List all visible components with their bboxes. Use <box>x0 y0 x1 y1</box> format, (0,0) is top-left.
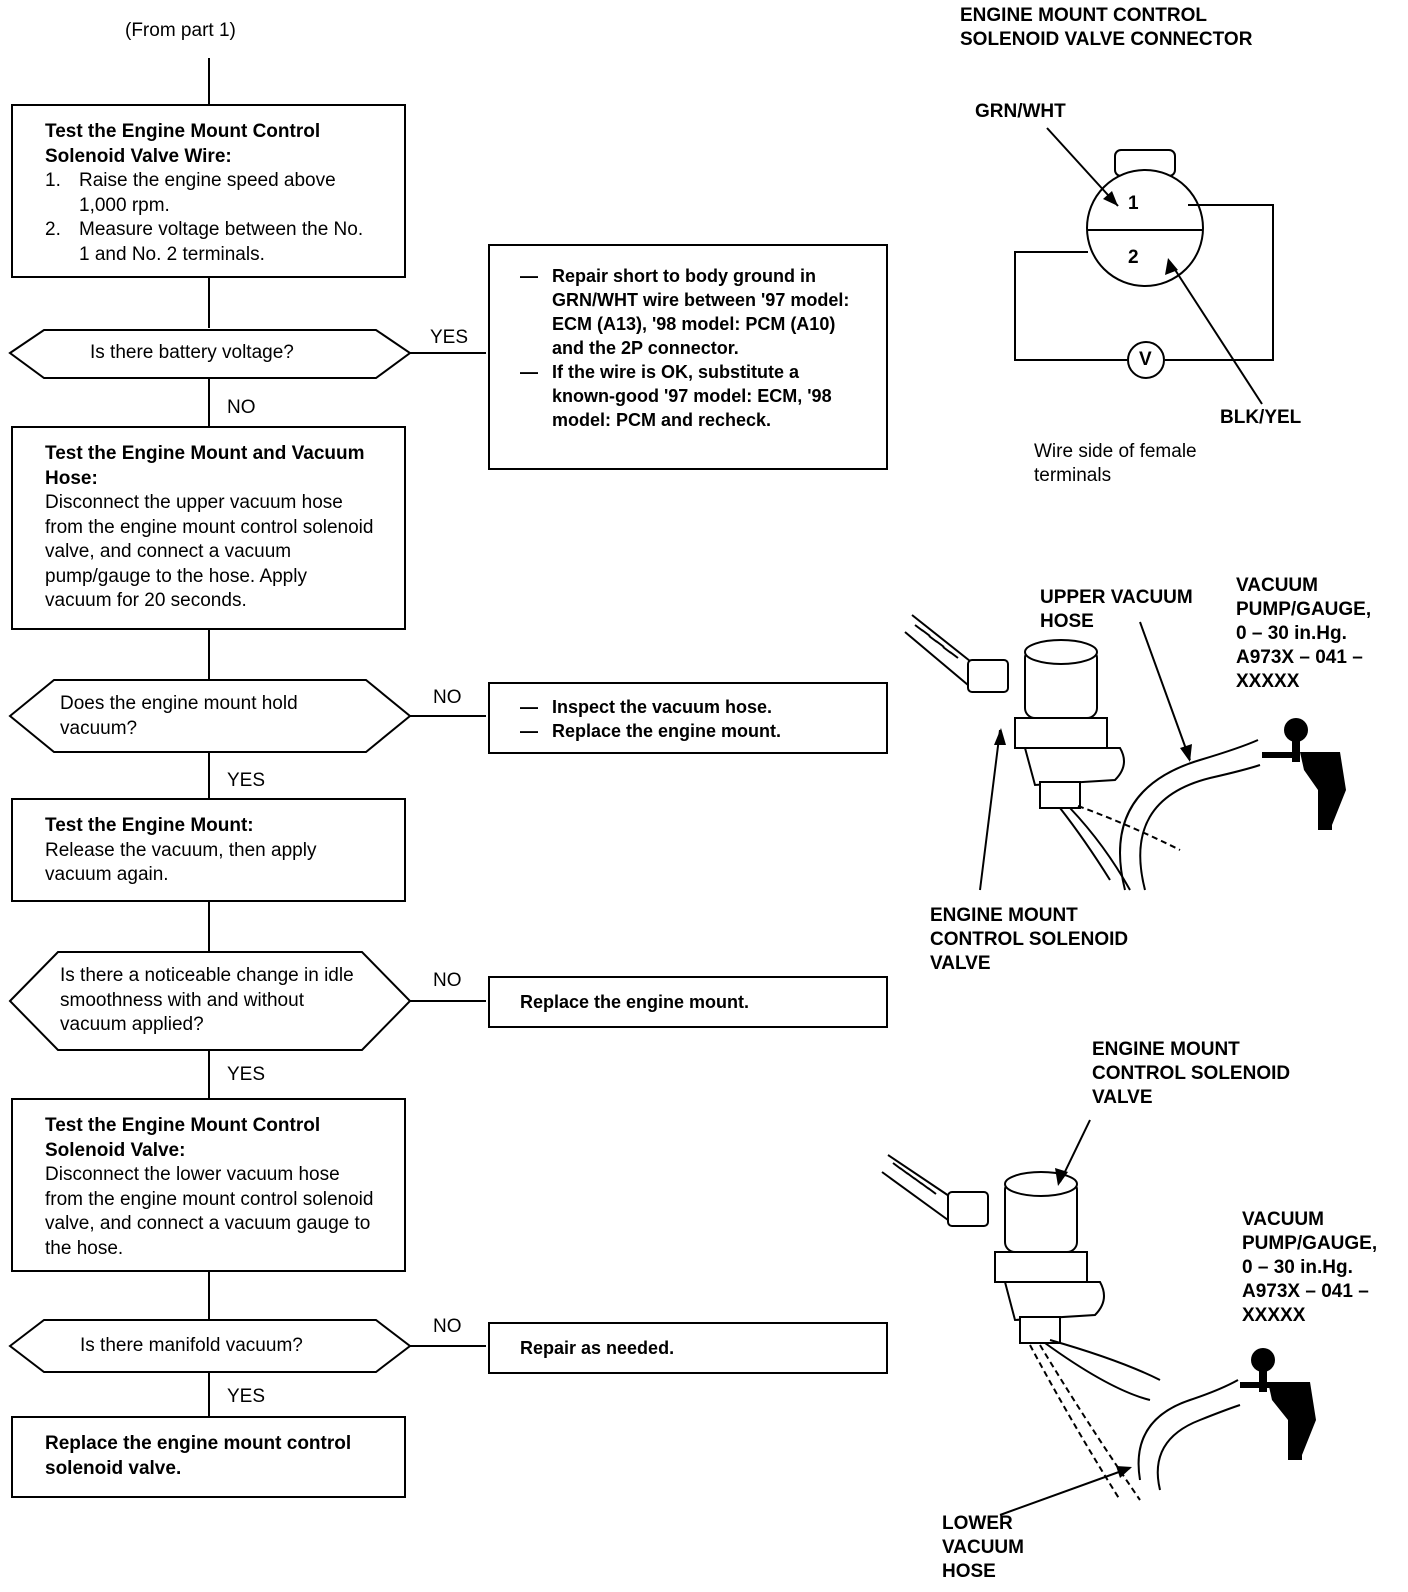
step-1-item-number: 2. <box>45 219 61 240</box>
result-1-list: —Repair short to body ground in GRN/WHT … <box>520 264 856 432</box>
upper-gauge-label-line: XXXXX <box>1236 671 1300 692</box>
answer-q3-no: NO <box>433 970 462 991</box>
result-1-item: —Repair short to body ground in GRN/WHT … <box>520 264 856 360</box>
upper-hose-label-line: HOSE <box>1040 611 1094 632</box>
question-2: Does the engine mount hold vacuum? <box>60 693 298 739</box>
wire-label-blk-yel: BLK/YEL <box>1220 407 1302 428</box>
step-1-item: 1. Raise the engine speed above 1,000 rpm… <box>45 169 378 218</box>
decision-shape-2 <box>8 679 412 753</box>
decision-shape-1 <box>8 329 412 379</box>
upper-valve-illustration <box>904 614 1261 891</box>
lower-valve-label-line: CONTROL SOLENOID <box>1092 1063 1291 1084</box>
lower-gauge-label: VACUUM PUMP/GAUGE, 0 – 30 in.Hg. A973X –… <box>1242 1208 1377 1328</box>
connector-note-line: Wire side of female <box>1034 441 1197 462</box>
upper-gauge-label-line: VACUUM <box>1236 575 1318 596</box>
step-1-item-number: 1. <box>45 170 61 191</box>
connector-note-line: terminals <box>1034 465 1112 486</box>
result-2-item-text: Inspect the vacuum hose. <box>552 697 773 717</box>
step-3-body: Release the vacuum, then apply vacuum ag… <box>45 839 317 886</box>
result-box-2: —Inspect the vacuum hose. —Replace the e… <box>488 682 888 754</box>
answer-q2-no: NO <box>433 687 462 708</box>
upper-valve-label-line: ENGINE MOUNT <box>930 905 1078 926</box>
connector-figure-title: ENGINE MOUNT CONTROL SOLENOID VALVE CONN… <box>960 4 1252 52</box>
step-box-5: Replace the engine mount control solenoi… <box>11 1416 406 1498</box>
lower-gauge-label-line: VACUUM <box>1242 1209 1324 1230</box>
from-part-label: (From part 1) <box>125 20 236 41</box>
step-4-body: Disconnect the lower vacuum hose from th… <box>45 1164 374 1259</box>
step-box-1: Test the Engine Mount Control Solenoid V… <box>11 104 406 278</box>
step-5-title: Replace the engine mount control solenoi… <box>45 1433 352 1479</box>
step-box-4: Test the Engine Mount Control Solenoid V… <box>11 1098 406 1272</box>
result-1-item-text: Repair short to body ground in GRN/WHT w… <box>552 266 850 358</box>
result-2-item: —Replace the engine mount. <box>520 721 782 741</box>
result-1-item: —If the wire is OK, substitute a known-g… <box>520 360 856 432</box>
lower-valve-label-line: VALVE <box>1092 1087 1153 1108</box>
step-1-item-text: Measure voltage between the No. 1 and No… <box>79 219 364 265</box>
step-1-title: Test the Engine Mount Control Solenoid V… <box>45 121 321 167</box>
upper-hose-label-line: UPPER VACUUM <box>1040 587 1193 608</box>
connector-title-line: SOLENOID VALVE CONNECTOR <box>960 29 1253 50</box>
lower-hose-label-line: HOSE <box>942 1561 996 1582</box>
lower-hose-label-line: VACUUM <box>942 1537 1024 1558</box>
step-2-title: Test the Engine Mount and Vacuum Hose: <box>45 443 365 489</box>
answer-q3-yes: YES <box>227 1064 266 1085</box>
decision-shape-4 <box>8 1319 412 1373</box>
answer-q2-yes: YES <box>227 770 266 791</box>
lower-gauge-label-line: XXXXX <box>1242 1305 1306 1326</box>
wire-label-grn-wht: GRN/WHT <box>975 101 1066 122</box>
question-4: Is there manifold vacuum? <box>80 1335 303 1356</box>
upper-gauge-label-line: A973X – 041 – <box>1236 647 1363 668</box>
step-1-item: 2. Measure voltage between the No. 1 and … <box>45 218 378 267</box>
step-box-3: Test the Engine Mount: Release the vacuu… <box>11 798 406 902</box>
result-2-list: —Inspect the vacuum hose. —Replace the e… <box>520 695 856 743</box>
answer-q1-yes: YES <box>430 327 469 348</box>
answer-q4-yes: YES <box>227 1386 266 1407</box>
result-box-1: —Repair short to body ground in GRN/WHT … <box>488 244 888 470</box>
upper-valve-label-line: VALVE <box>930 953 991 974</box>
result-1-item-text: If the wire is OK, substitute a known-go… <box>552 362 832 430</box>
terminal-1-label: 1 <box>1128 193 1139 214</box>
lower-valve-label: ENGINE MOUNT CONTROL SOLENOID VALVE <box>1092 1038 1290 1110</box>
step-1-item-text: Raise the engine speed above 1,000 rpm. <box>79 170 336 216</box>
upper-gauge-label-line: PUMP/GAUGE, <box>1236 599 1372 620</box>
upper-gauge-label-line: 0 – 30 in.Hg. <box>1236 623 1347 644</box>
lower-gauge-label-line: A973X – 041 – <box>1242 1281 1369 1302</box>
step-4-title: Test the Engine Mount Control Solenoid V… <box>45 1115 321 1161</box>
upper-gauge-label: VACUUM PUMP/GAUGE, 0 – 30 in.Hg. A973X –… <box>1236 574 1371 694</box>
connector-title-line: ENGINE MOUNT CONTROL <box>960 5 1207 26</box>
result-box-4: Repair as needed. <box>488 1322 888 1374</box>
lower-valve-illustration <box>881 1119 1241 1516</box>
upper-valve-label: ENGINE MOUNT CONTROL SOLENOID VALVE <box>930 904 1128 976</box>
lower-hose-label-line: LOWER <box>942 1513 1013 1534</box>
step-box-2: Test the Engine Mount and Vacuum Hose: D… <box>11 426 406 630</box>
result-box-3: Replace the engine mount. <box>488 976 888 1028</box>
question-1: Is there battery voltage? <box>90 342 294 363</box>
question-3: Is there a noticeable change in idle smo… <box>60 965 354 1035</box>
upper-vacuum-hose-label: UPPER VACUUM HOSE <box>1040 586 1193 634</box>
lower-valve-label-line: ENGINE MOUNT <box>1092 1039 1240 1060</box>
lower-vacuum-hose-label: LOWER VACUUM HOSE <box>942 1512 1024 1584</box>
result-2-item: —Inspect the vacuum hose. <box>520 697 773 717</box>
lower-gauge-label-line: 0 – 30 in.Hg. <box>1242 1257 1353 1278</box>
step-3-title: Test the Engine Mount: <box>45 815 254 836</box>
answer-q1-no: NO <box>227 397 256 418</box>
result-4-text: Repair as needed. <box>520 1338 675 1358</box>
upper-valve-label-line: CONTROL SOLENOID <box>930 929 1129 950</box>
answer-q4-no: NO <box>433 1316 462 1337</box>
voltmeter-symbol: V <box>1139 349 1152 370</box>
terminal-2-label: 2 <box>1128 247 1139 268</box>
connector-diagram <box>1014 127 1274 405</box>
step-1-list: 1. Raise the engine speed above 1,000 rpm… <box>45 169 378 267</box>
result-2-item-text: Replace the engine mount. <box>552 721 782 741</box>
connector-note: Wire side of female terminals <box>1034 440 1197 488</box>
lower-gauge-label-line: PUMP/GAUGE, <box>1242 1233 1378 1254</box>
decision-shape-3 <box>8 951 412 1051</box>
step-2-body: Disconnect the upper vacuum hose from th… <box>45 492 374 611</box>
result-3-text: Replace the engine mount. <box>520 992 750 1012</box>
